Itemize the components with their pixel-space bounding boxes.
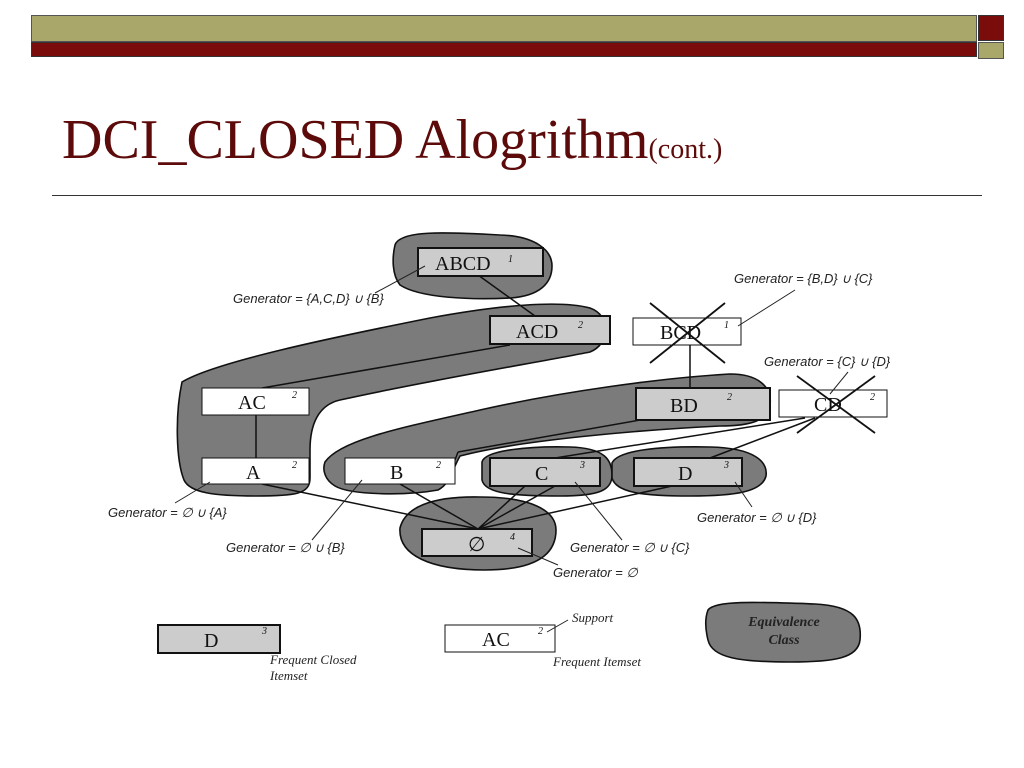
node-c-box [489,457,601,487]
legend-class-caption-1: Equivalence [747,615,820,630]
node-b-label: B [390,462,403,484]
edge-c2-empty [477,485,556,530]
generator-b: Generator = ∅ ∪ {B} [226,540,345,555]
node-bcd-support: 1 [724,320,729,331]
node-bcd-label: BCD [660,322,701,344]
legend-support-caption: Support [572,610,614,625]
leader-a [174,481,211,504]
generator-empty: Generator = ∅ [553,565,638,580]
node-acd-support: 2 [578,320,583,331]
legend-closed-label: D [204,630,218,652]
legend-class-caption-2: Class [768,633,800,648]
node-d-label: D [678,463,692,485]
cross-bcd-b [649,302,726,364]
legend-closed-caption-2: Itemset [269,668,308,683]
title-underline [52,195,982,196]
node-acd-label: ACD [516,321,558,343]
top-decoration-bar [31,15,977,59]
edge-abcd-acd [477,274,536,317]
node-bd-support: 2 [727,392,732,403]
node-d-box [633,457,743,487]
node-empty-label: ∅ [468,534,485,556]
generator-bcd: Generator = {B,D} ∪ {C} [734,271,873,286]
node-ac-support: 2 [292,390,297,401]
edge-d-empty [477,485,673,530]
edge-acd-ac [261,344,511,389]
leader-abcd [374,265,426,294]
node-acd-box [489,315,611,345]
node-a-box [201,457,310,485]
legend-frequent-box [444,624,556,653]
node-cd-label: CD [814,394,842,416]
class-blob-acd-ac-a [176,303,607,497]
node-cd-support: 2 [870,392,875,403]
edge-a-empty [261,483,479,530]
legend-closed-support: 3 [261,626,267,637]
node-a-support: 2 [292,460,297,471]
node-abcd-support: 1 [508,254,513,265]
legend-support-leader [546,619,569,633]
edge-cd-c [554,417,806,459]
node-abcd-label: ABCD [435,253,491,275]
node-b-box [344,457,456,485]
node-abcd-box [417,247,544,277]
corner-square-olive [978,42,1004,59]
edge-b-empty [399,483,479,530]
legend-frequent-caption: Frequent Itemset [552,654,641,669]
legend-frequent-label: AC [482,629,510,651]
pruned-node-marks [649,302,876,434]
lattice-edges [255,274,816,530]
node-a-label: A [246,462,261,484]
generator-d: Generator = ∅ ∪ {D} [697,510,817,525]
generator-cd: Generator = {C} ∪ {D} [764,354,891,369]
cross-cd-b [796,375,876,434]
leader-b [311,479,363,541]
leader-c [574,481,623,541]
edge-cd-d [709,417,816,459]
edge-bd-b [457,419,641,453]
node-empty-support: 4 [510,532,515,543]
node-c-label: C [535,463,548,485]
leader-bcd [737,289,796,327]
leader-d [734,481,753,508]
node-empty-box [421,528,533,557]
legend-class-blob [704,601,862,663]
edge-c-empty [477,485,526,530]
leader-empty [517,547,559,566]
node-bd-box [635,387,771,421]
generator-abcd: Generator = {A,C,D} ∪ {B} [233,291,384,306]
top-bar-olive-stripe [31,15,977,42]
corner-square-maroon [978,15,1004,41]
slide-title-main: DCI_CLOSED Alogrithm [62,109,649,171]
node-b-support: 2 [436,460,441,471]
top-bar-maroon-stripe [31,42,977,57]
node-ac-box [201,387,310,416]
legend-closed-caption-1: Frequent Closed [269,652,357,667]
legend-closed-box [157,624,281,654]
node-bd-label: BD [670,395,698,417]
node-cd-box [778,389,888,418]
generator-leaders [174,265,849,566]
generator-a: Generator = ∅ ∪ {A} [108,505,227,520]
legend: D 3 Frequent Closed Itemset AC 2 Support… [157,601,862,683]
leader-cd [829,371,849,395]
slide-title: DCI_CLOSED Alogrithm(cont.) [62,112,722,168]
node-ac-label: AC [238,392,266,414]
node-d-support: 3 [723,460,729,471]
node-c-support: 3 [579,460,585,471]
slide-title-suffix: (cont.) [648,134,723,165]
legend-frequent-support: 2 [538,626,543,637]
generator-c: Generator = ∅ ∪ {C} [570,540,690,555]
